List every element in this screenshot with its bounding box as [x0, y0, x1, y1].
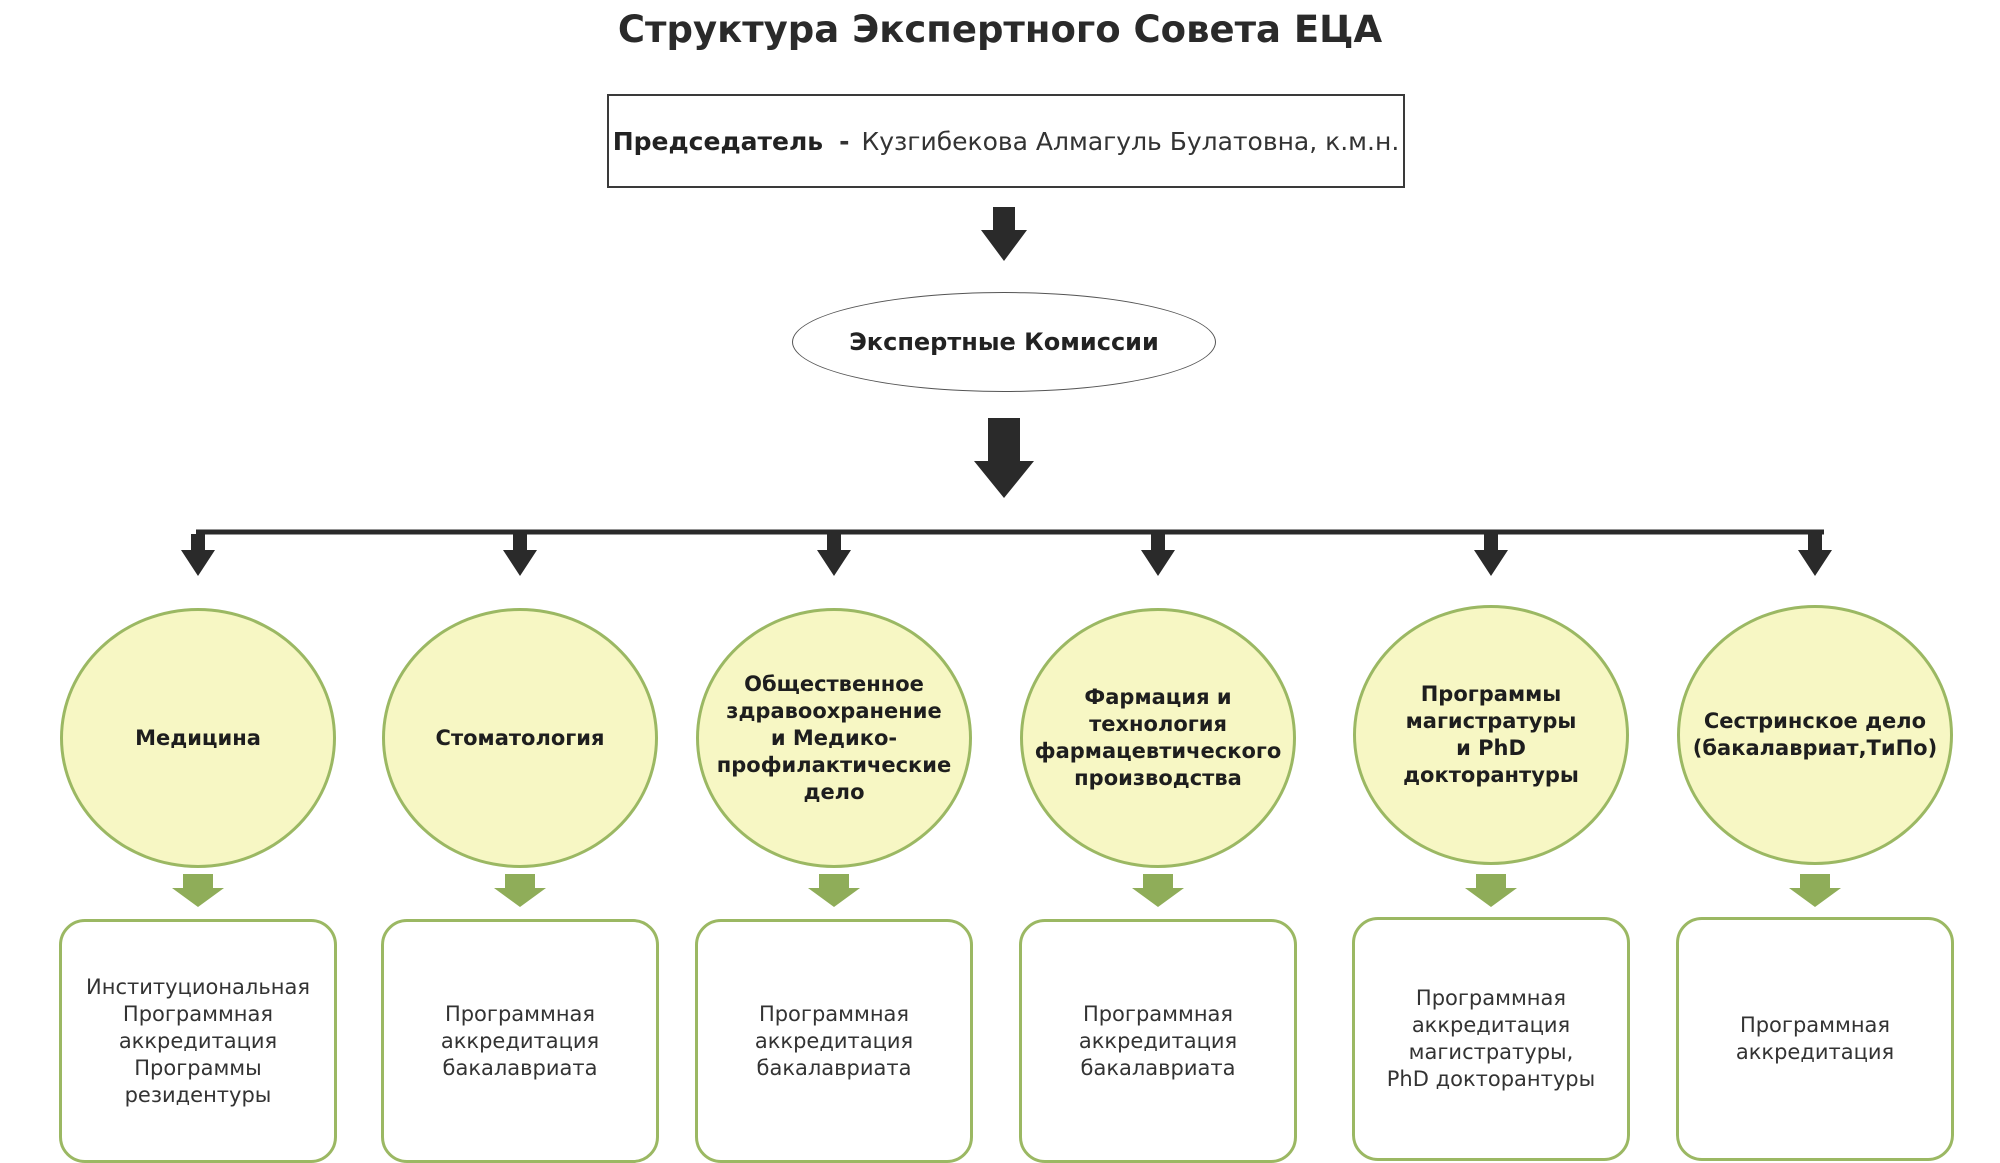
accreditation-box-public-health: Программная аккредитация бакалавриата	[695, 919, 973, 1163]
branch-circle-public-health: Общественное здравоохранение и Медико- п…	[696, 608, 972, 868]
arrow-to-dentistry	[503, 534, 537, 576]
branch-circle-medicine: Медицина	[60, 608, 336, 868]
branch-circle-dentistry: Стоматология	[382, 608, 658, 868]
arrow-chair-to-commissions	[981, 207, 1027, 261]
expert-commissions-node: Экспертные Комиссии	[792, 292, 1216, 392]
branch-arrows	[181, 534, 1832, 576]
branch-circle-masters-phd: Программы магистратуры и PhD докторантур…	[1353, 605, 1629, 865]
accreditation-box-nursing: Программная аккредитация	[1676, 917, 1954, 1161]
chairman-box: Председатель - Кузгибекова Алмагуль Була…	[607, 94, 1405, 188]
arrow-to-nursing	[1798, 534, 1832, 576]
chairman-role: Председатель	[612, 126, 824, 156]
arrow-to-pharmacy	[1141, 534, 1175, 576]
branch-circle-pharmacy: Фармация и технология фармацевтического …	[1020, 608, 1296, 868]
arrow-to-public-health	[817, 534, 851, 576]
page-title: Структура Экспертного Совета ЕЦА	[617, 8, 1383, 51]
green-arrows	[172, 874, 1841, 907]
green-arrow-pharmacy	[1132, 874, 1184, 907]
green-arrow-nursing	[1789, 874, 1841, 907]
green-arrow-masters-phd	[1465, 874, 1517, 907]
chairman-name: Кузгибекова Алмагуль Булатовна, к.м.н.	[861, 126, 1400, 156]
green-arrow-dentistry	[494, 874, 546, 907]
chairman-dash: -	[839, 126, 850, 156]
accreditation-box-dentistry: Программная аккредитация бакалавриата	[381, 919, 659, 1163]
arrow-to-medicine	[181, 534, 215, 576]
green-arrow-public-health	[808, 874, 860, 907]
accreditation-box-pharmacy: Программная аккредитация бакалавриата	[1019, 919, 1297, 1163]
arrow-to-masters-phd	[1474, 534, 1508, 576]
accreditation-box-medicine: Институциональная Программная аккредитац…	[59, 919, 337, 1163]
branch-circle-nursing: Сестринское дело (бакалавриат,ТиПо)	[1677, 605, 1953, 865]
green-arrow-medicine	[172, 874, 224, 907]
arrow-commissions-to-branches	[974, 418, 1034, 498]
accreditation-box-masters-phd: Программная аккредитация магистратуры, P…	[1352, 917, 1630, 1161]
